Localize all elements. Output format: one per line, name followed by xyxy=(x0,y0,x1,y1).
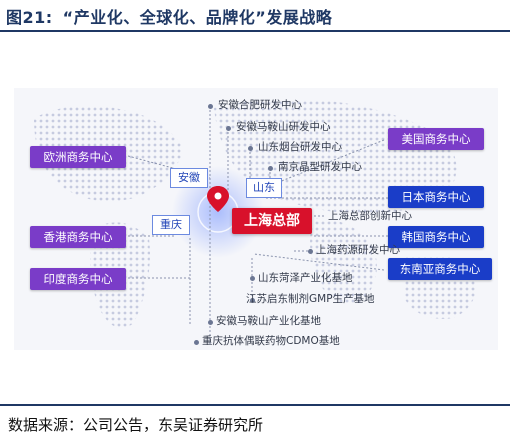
center-usa: 美国商务中心 xyxy=(388,128,484,150)
figure-caption: “产业化、全球化、品牌化”发展战略 xyxy=(62,8,333,27)
bottom-rule xyxy=(0,404,510,406)
marker-dot xyxy=(208,104,213,109)
center-korea: 韩国商务中心 xyxy=(388,226,484,248)
province-chongqing: 重庆 xyxy=(152,215,190,235)
source-note: 数据来源：公司公告，东吴证券研究所 xyxy=(8,416,264,434)
marker-dot xyxy=(250,276,255,281)
center-japan: 日本商务中心 xyxy=(388,186,484,208)
base-maanshan: 安徽马鞍山产业化基地 xyxy=(216,315,321,327)
marker-dot xyxy=(268,166,273,171)
marker-dot xyxy=(248,146,253,151)
province-anhui: 安徽 xyxy=(170,168,208,188)
strategy-diagram: 欧洲商务中心 香港商务中心 印度商务中心 美国商务中心 日本商务中心 韩国商务中… xyxy=(14,88,498,350)
marker-dot xyxy=(250,298,255,303)
marker-dot xyxy=(226,126,231,131)
rd-hefei: 安徽合肥研发中心 xyxy=(218,99,302,111)
center-india: 印度商务中心 xyxy=(30,268,126,290)
figure-title: 图21: “产业化、全球化、品牌化”发展战略 xyxy=(6,4,332,28)
marker-dot xyxy=(208,320,213,325)
marker-dot xyxy=(308,249,313,254)
province-shandong: 山东 xyxy=(246,178,282,198)
base-chongqing-cdmo: 重庆抗体偶联药物CDMO基地 xyxy=(202,335,340,347)
marker-dot xyxy=(194,340,199,345)
rd-shanghai-yaoyuan: 上海药源研发中心 xyxy=(316,244,400,256)
rd-maanshan: 安徽马鞍山研发中心 xyxy=(236,121,331,133)
center-europe: 欧洲商务中心 xyxy=(30,146,126,168)
rd-nanjing: 南京晶型研发中心 xyxy=(278,161,362,173)
rd-shanghai-innovation: 上海总部创新中心 xyxy=(328,210,412,222)
hq-pin xyxy=(207,186,229,212)
top-rule xyxy=(0,30,510,32)
center-hongkong: 香港商务中心 xyxy=(30,226,126,248)
base-heze: 山东菏泽产业化基地 xyxy=(258,272,353,284)
base-qidong: 江苏启东制剂GMP生产基地 xyxy=(246,293,375,305)
rd-yantai: 山东烟台研发中心 xyxy=(258,141,342,153)
center-southeast-asia: 东南亚商务中心 xyxy=(388,258,492,280)
figure-number: 图21: xyxy=(6,8,53,27)
headquarters-label: 上海总部 xyxy=(232,208,312,234)
